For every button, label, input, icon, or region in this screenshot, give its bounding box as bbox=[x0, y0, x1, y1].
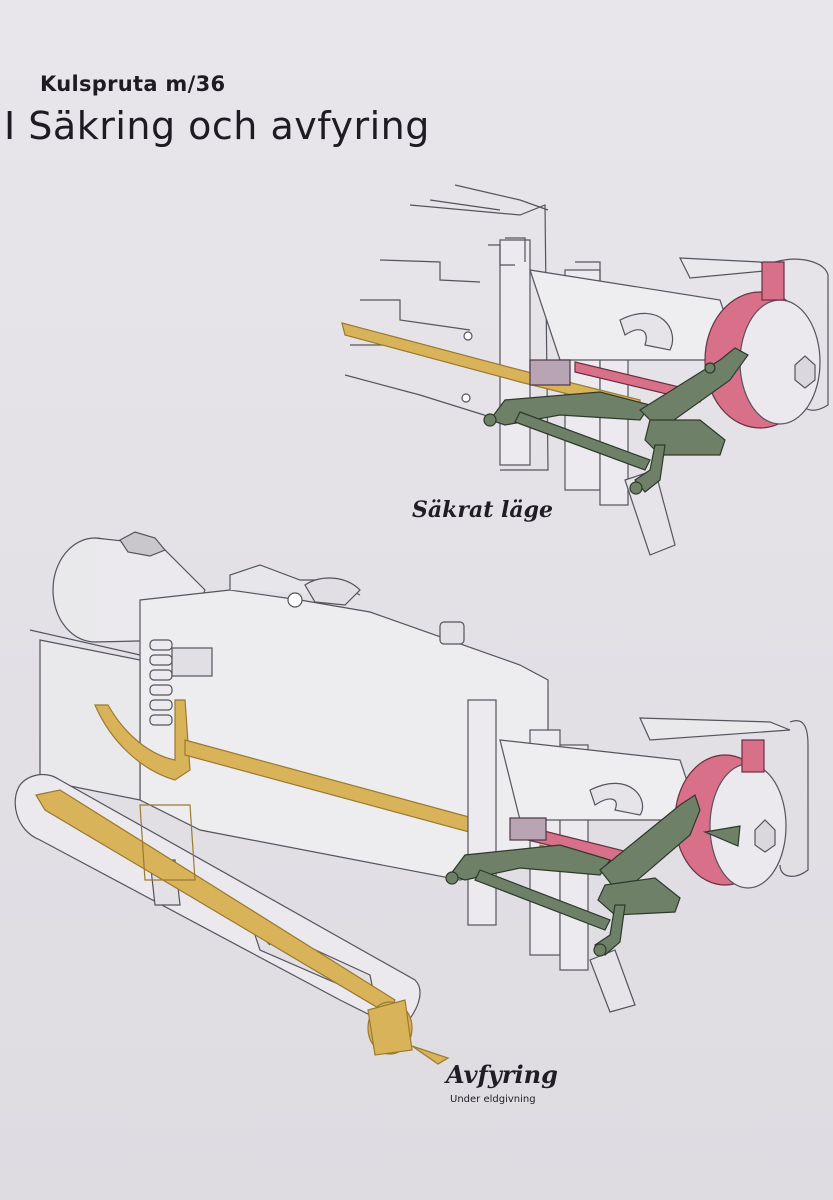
firing-position-illustration bbox=[14, 531, 809, 1065]
frame-post-left bbox=[499, 239, 531, 466]
firing-subcaption: Under eldgivning bbox=[450, 1094, 536, 1105]
receiver-body bbox=[139, 589, 549, 881]
grip-handle bbox=[679, 257, 778, 279]
firing-caption: Avfyring bbox=[446, 1060, 558, 1089]
weapon-name: Kulspruta m/36 bbox=[40, 72, 226, 96]
safety-knob-2 bbox=[741, 739, 765, 773]
sear-block bbox=[529, 359, 571, 386]
sight-roller bbox=[304, 577, 361, 606]
receiver-side-plate bbox=[409, 204, 549, 471]
cocking-hook bbox=[619, 312, 674, 351]
top-cover-knob bbox=[439, 621, 465, 645]
trigger-press-arrow bbox=[411, 1045, 450, 1065]
bolt-body-2 bbox=[499, 739, 701, 821]
safety-linkage bbox=[483, 347, 749, 495]
frame-post-left-2 bbox=[467, 699, 497, 926]
page-title: I Säkring och avfyring bbox=[4, 104, 430, 148]
safety-knob bbox=[761, 261, 785, 301]
cartridge-feed bbox=[149, 639, 213, 726]
safety-arrow bbox=[702, 825, 741, 847]
trigger-linkage bbox=[35, 699, 481, 1056]
drum-nut bbox=[794, 355, 816, 389]
grip-handle-2 bbox=[639, 717, 791, 741]
feed-knob bbox=[119, 531, 166, 557]
safe-position-illustration bbox=[341, 184, 829, 556]
safety-linkage-2 bbox=[445, 794, 701, 957]
safe-position-caption: Säkrat läge bbox=[412, 497, 554, 523]
